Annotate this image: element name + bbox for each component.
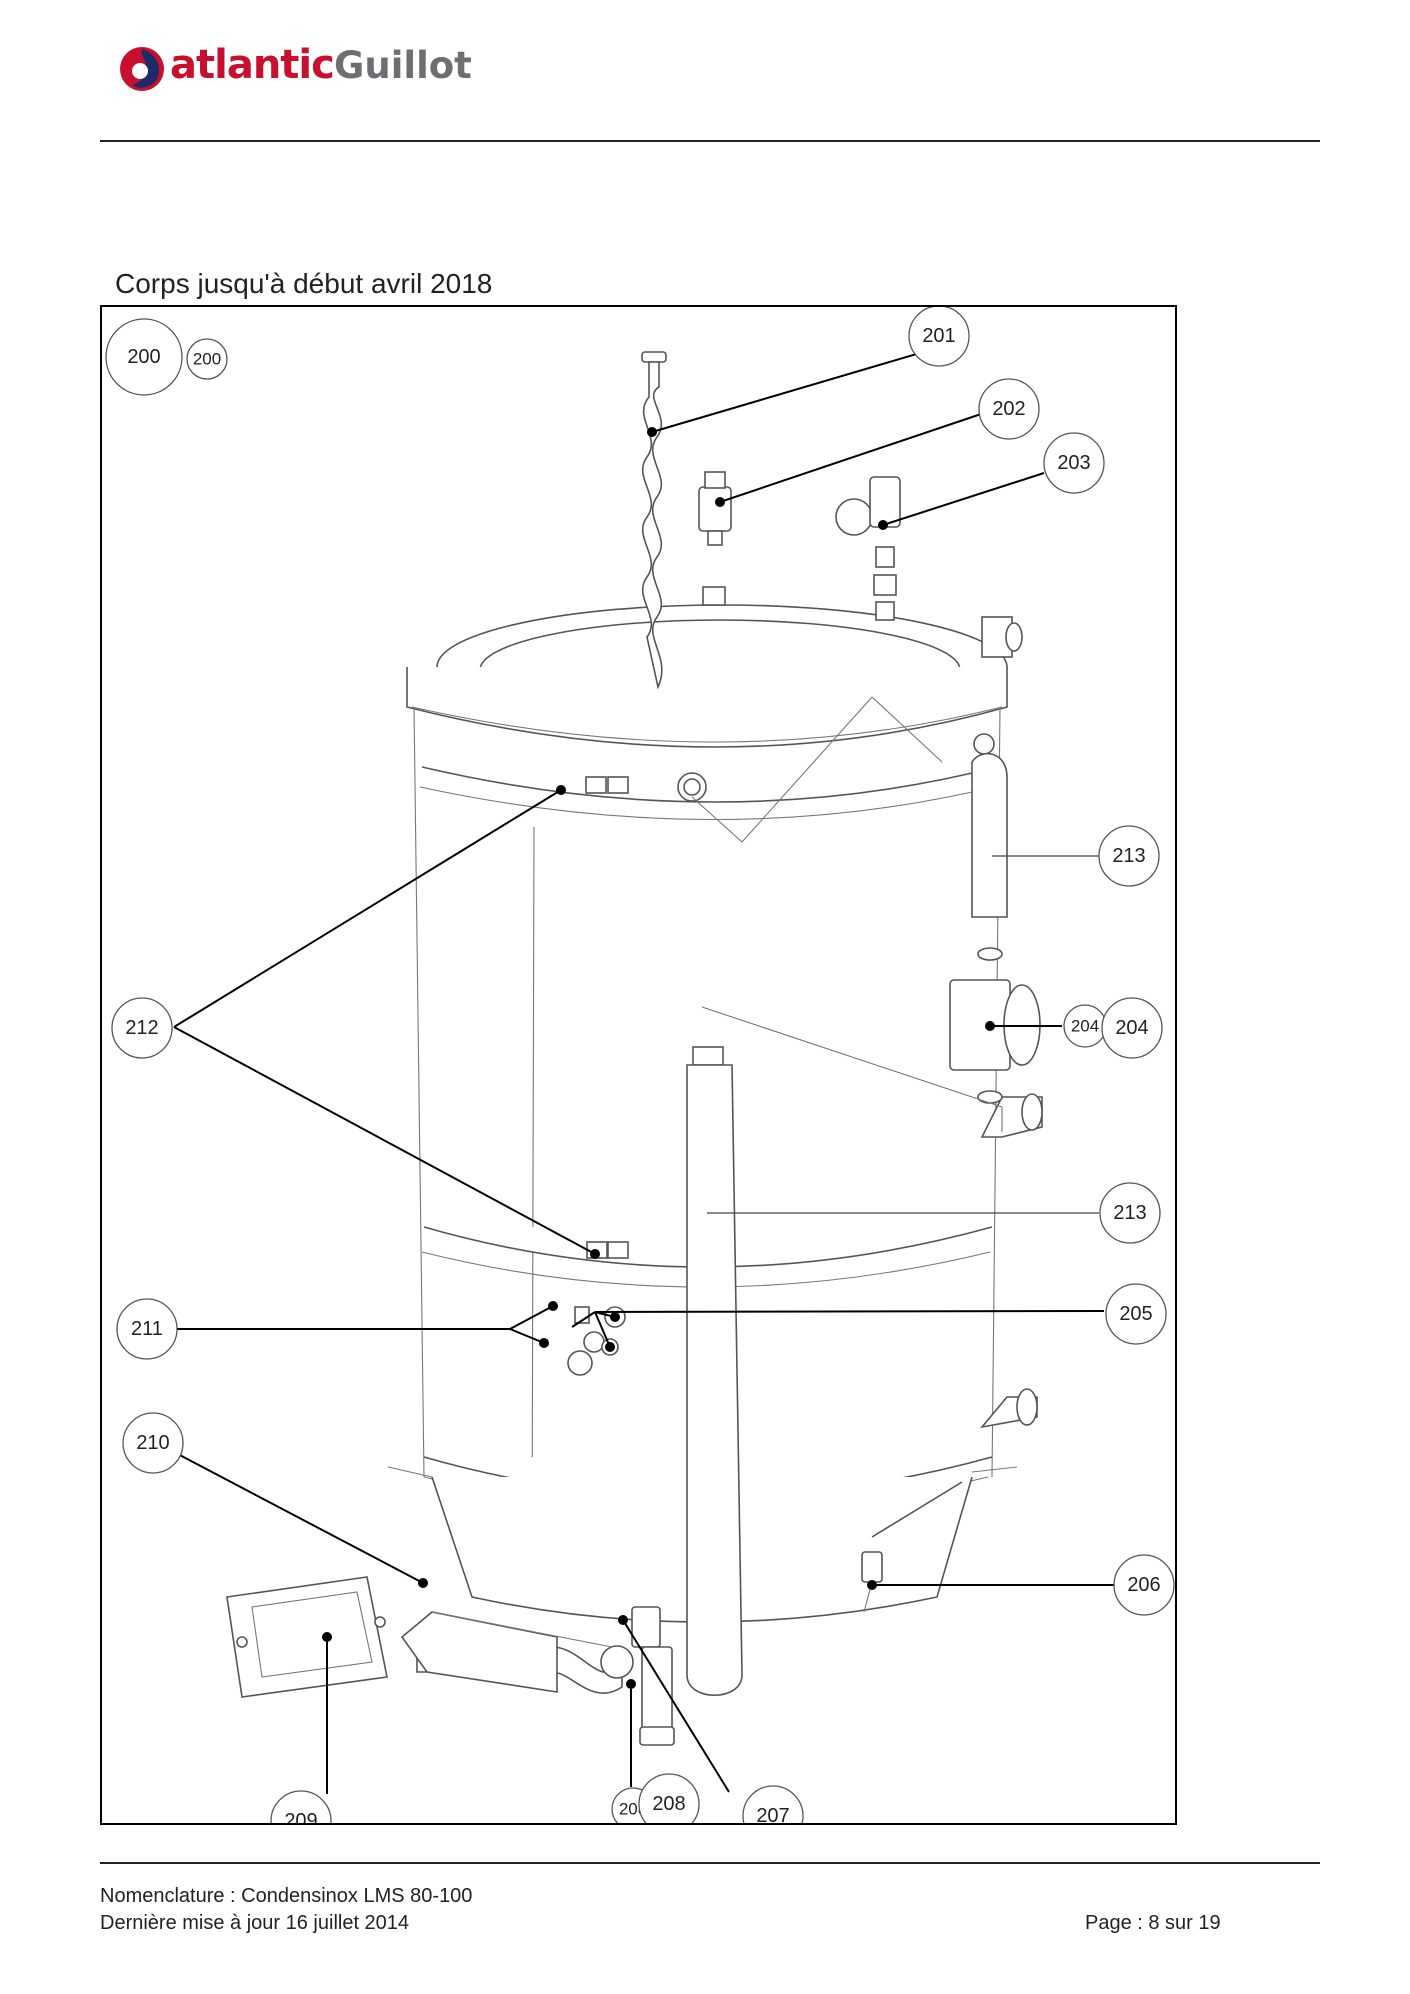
svg-text:210: 210 <box>136 1432 169 1454</box>
svg-text:200: 200 <box>127 346 160 368</box>
access-cover <box>226 1576 388 1698</box>
footer-rule <box>100 1862 1320 1864</box>
svg-text:202: 202 <box>992 398 1025 420</box>
burner-bracket <box>400 1611 613 1693</box>
footer-document-name: Nomenclature : Condensinox LMS 80-100 <box>100 1885 473 1907</box>
upper-bent-pipe <box>691 696 1008 918</box>
callout-211: 211 <box>116 1298 178 1360</box>
callout-212: 212 <box>111 997 173 1059</box>
callout-203: 203 <box>1043 432 1105 494</box>
svg-text:201: 201 <box>922 325 955 347</box>
callout-213-mid: 213 <box>1099 1182 1161 1244</box>
svg-text:205: 205 <box>1119 1303 1152 1325</box>
svg-text:209: 209 <box>284 1810 317 1823</box>
callout-208: 208 <box>638 1773 700 1823</box>
leader-lines <box>162 352 1132 1794</box>
svg-text:206: 206 <box>1127 1574 1160 1596</box>
svg-text:204: 204 <box>1071 1017 1099 1036</box>
callout-204-small: 204 <box>1063 1004 1107 1048</box>
svg-text:207: 207 <box>756 1805 789 1823</box>
air-vent <box>698 471 732 606</box>
svg-text:212: 212 <box>125 1017 158 1039</box>
exploded-view-diagram: 200 200 201 202 203 213 204 204 212 213 <box>105 307 1175 1823</box>
svg-text:203: 203 <box>1057 452 1090 474</box>
ignition-electrode <box>861 1481 963 1613</box>
circulator-pump <box>701 947 1041 1132</box>
exploded-view-frame: 200 200 201 202 203 213 204 204 212 213 <box>100 305 1177 1825</box>
callout-201: 201 <box>908 307 970 367</box>
callout-202: 202 <box>978 378 1040 440</box>
svg-text:213: 213 <box>1113 1202 1146 1224</box>
footer-last-update: Dernière mise à jour 16 juillet 2014 <box>100 1912 410 1934</box>
svg-text:204: 204 <box>1115 1017 1148 1039</box>
svg-text:200: 200 <box>193 350 221 369</box>
callout-207: 207 <box>742 1785 804 1823</box>
callout-204: 204 <box>1101 997 1163 1059</box>
twisted-baffle <box>641 351 667 690</box>
callout-200: 200 <box>105 318 183 396</box>
callout-206: 206 <box>1113 1554 1175 1616</box>
header-rule <box>100 140 1320 142</box>
svg-text:208: 208 <box>652 1793 685 1815</box>
brand-atlantic: atlantic <box>170 42 335 88</box>
svg-text:211: 211 <box>131 1318 163 1340</box>
section-title: Corps jusqu'à début avril 2018 <box>115 268 493 299</box>
callout-213-top: 213 <box>1098 825 1160 887</box>
callout-210: 210 <box>122 1412 184 1474</box>
atlantic-flame-logo-icon <box>120 47 164 91</box>
pressure-gauge-and-valve <box>835 476 901 621</box>
vertical-flue-pipe <box>686 1046 743 1696</box>
footer-page-number: Page : 8 sur 19 <box>1085 1912 1221 1934</box>
callout-200-ghost: 200 <box>186 338 228 380</box>
atlantic-guillot-logo: atlantic Guillot <box>118 40 498 96</box>
callout-205: 205 <box>1105 1283 1167 1345</box>
svg-text:213: 213 <box>1112 845 1145 867</box>
callout-209: 209 <box>270 1790 332 1823</box>
brand-guillot: Guillot <box>334 44 472 87</box>
